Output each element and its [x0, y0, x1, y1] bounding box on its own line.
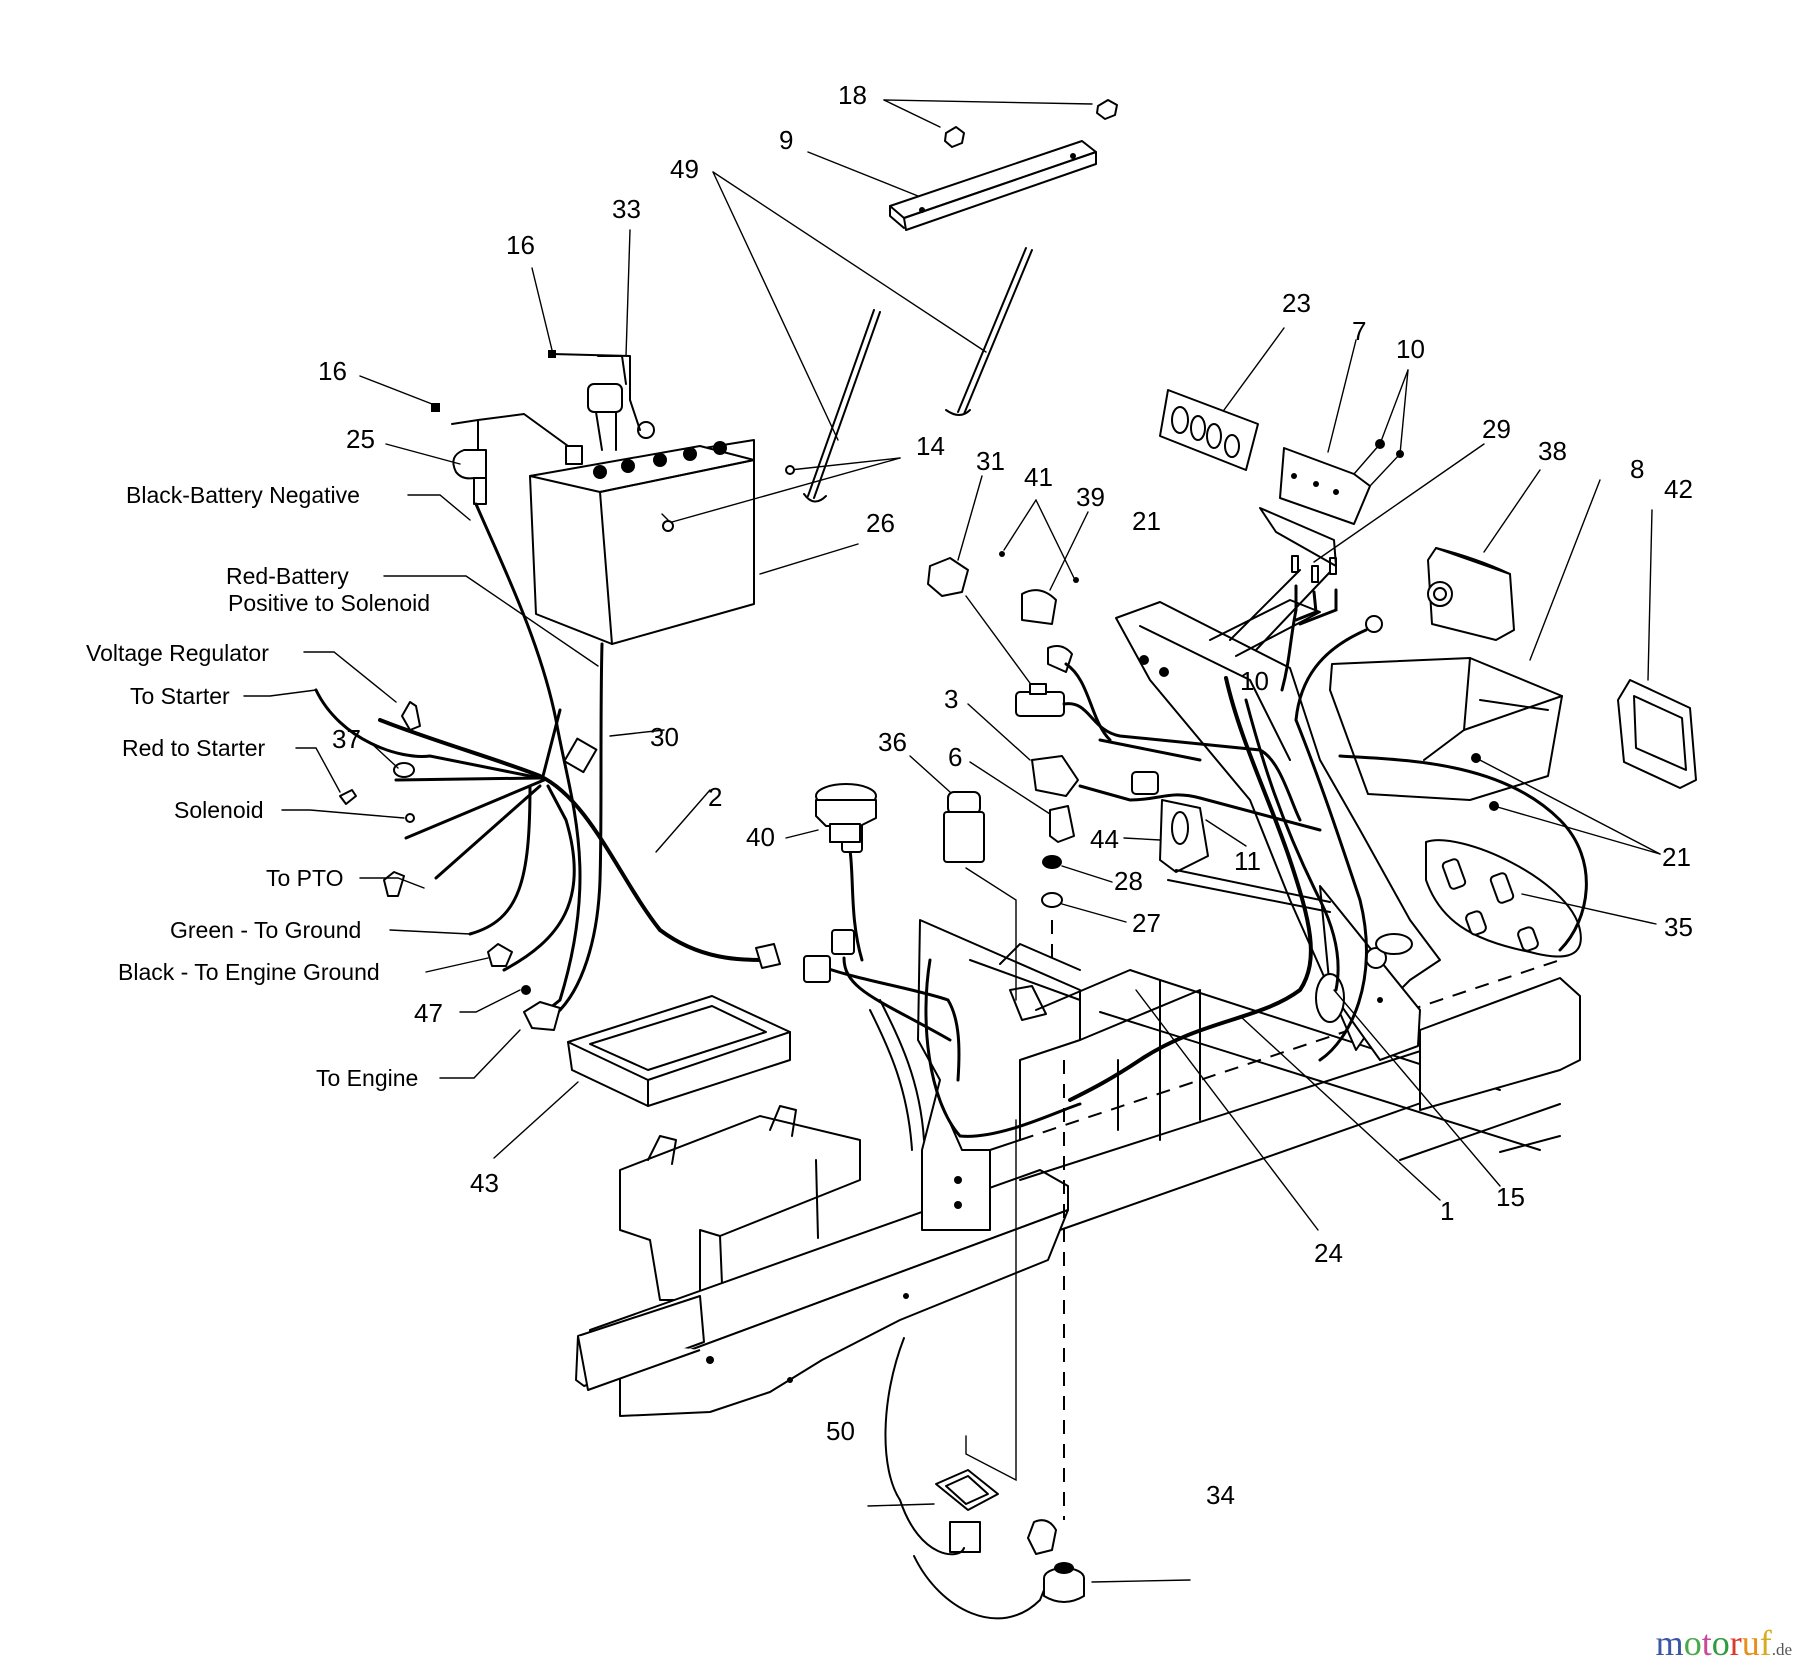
callout-10-top: 10	[1396, 334, 1425, 364]
battery-tray-43	[493, 995, 791, 1159]
callout-28: 28	[1114, 866, 1143, 896]
watermark-letter: r	[1729, 1623, 1742, 1663]
callout-25: 25	[346, 424, 375, 454]
callout-43: 43	[470, 1168, 499, 1198]
label-red-to-starter: Red to Starter	[122, 735, 266, 761]
watermark-letter: u	[1741, 1623, 1760, 1663]
battery-hold-down-bracket-9	[807, 140, 1097, 231]
wire-labels: Black-Battery Negative Red-Battery Posit…	[86, 482, 430, 1091]
label-to-engine: To Engine	[316, 1065, 418, 1091]
middle-components	[785, 475, 1331, 1042]
callout-35: 35	[1664, 912, 1693, 942]
watermark-letter: o	[1683, 1623, 1702, 1663]
callout-7: 7	[1352, 316, 1366, 346]
callout-41: 41	[1024, 462, 1053, 492]
callout-23: 23	[1282, 288, 1311, 318]
callout-27: 27	[1132, 908, 1161, 938]
switches-35	[1425, 839, 1657, 958]
wire-label-leaders	[243, 494, 711, 1079]
callout-33: 33	[612, 194, 641, 224]
watermark-suffix: .de	[1771, 1640, 1792, 1659]
callouts: 18 9 49 33 16 16 25 14 26 23 7 10 29 38 …	[318, 80, 1693, 1510]
callout-3: 3	[944, 684, 958, 714]
callout-37: 37	[332, 724, 361, 754]
callout-1: 1	[1440, 1196, 1454, 1226]
callout-49: 49	[670, 154, 699, 184]
callout-29: 29	[1482, 414, 1511, 444]
callout-50: 50	[826, 1416, 855, 1446]
callout-2: 2	[708, 782, 722, 812]
callout-11: 11	[1234, 846, 1261, 876]
steering-support-frame	[803, 821, 1201, 1231]
label-red-battery: Red-Battery	[226, 563, 349, 589]
callout-34: 34	[1206, 1480, 1235, 1510]
label-black-battery-negative: Black-Battery Negative	[126, 482, 360, 508]
watermark-letter: t	[1701, 1623, 1712, 1663]
label-to-pto: To PTO	[266, 865, 344, 891]
label-to-starter: To Starter	[130, 683, 230, 709]
callout-16-left: 16	[318, 356, 347, 386]
battery-26	[529, 421, 901, 645]
callout-6: 6	[948, 742, 962, 772]
watermark-letter: o	[1711, 1623, 1730, 1663]
label-black-to-engine-ground: Black - To Engine Ground	[118, 959, 380, 985]
hold-down-nut-18	[883, 99, 1118, 148]
callout-21-upper: 21	[1132, 506, 1161, 536]
callout-16-top: 16	[506, 230, 535, 260]
callout-18: 18	[838, 80, 867, 110]
dash-components	[1159, 327, 1697, 855]
lower-components	[867, 1060, 1191, 1620]
label-green-to-ground: Green - To Ground	[170, 917, 361, 943]
callout-24: 24	[1314, 1238, 1343, 1268]
callout-9: 9	[779, 125, 793, 155]
callout-26: 26	[866, 508, 895, 538]
label-voltage-regulator: Voltage Regulator	[86, 640, 269, 666]
callout-47: 47	[414, 998, 443, 1028]
callout-40: 40	[746, 822, 775, 852]
callout-42: 42	[1664, 474, 1693, 504]
battery-cables	[359, 229, 641, 505]
watermark-letter: m	[1655, 1623, 1684, 1663]
watermark-letter: f	[1759, 1623, 1772, 1663]
battery-support-frame	[575, 1105, 1069, 1417]
callout-38: 38	[1538, 436, 1567, 466]
label-positive-to-solenoid: Positive to Solenoid	[228, 590, 430, 616]
callout-21-lower: 21	[1662, 842, 1691, 872]
frame-harness-1	[1068, 676, 1588, 1231]
callout-44: 44	[1090, 824, 1119, 854]
callout-15: 15	[1496, 1182, 1525, 1212]
hold-down-rod-49	[712, 171, 1033, 503]
callout-8: 8	[1630, 454, 1644, 484]
callout-39: 39	[1076, 482, 1105, 512]
callout-36: 36	[878, 727, 907, 757]
callout-10-lower: 10	[1240, 666, 1269, 696]
frame-rails	[1019, 959, 1581, 1231]
watermark-brand: motoruf	[1656, 1623, 1772, 1663]
callout-30: 30	[650, 722, 679, 752]
label-solenoid: Solenoid	[174, 797, 264, 823]
callout-31: 31	[976, 446, 1005, 476]
motoruf-watermark: motoruf.de	[1656, 1622, 1792, 1664]
callout-14: 14	[916, 431, 945, 461]
